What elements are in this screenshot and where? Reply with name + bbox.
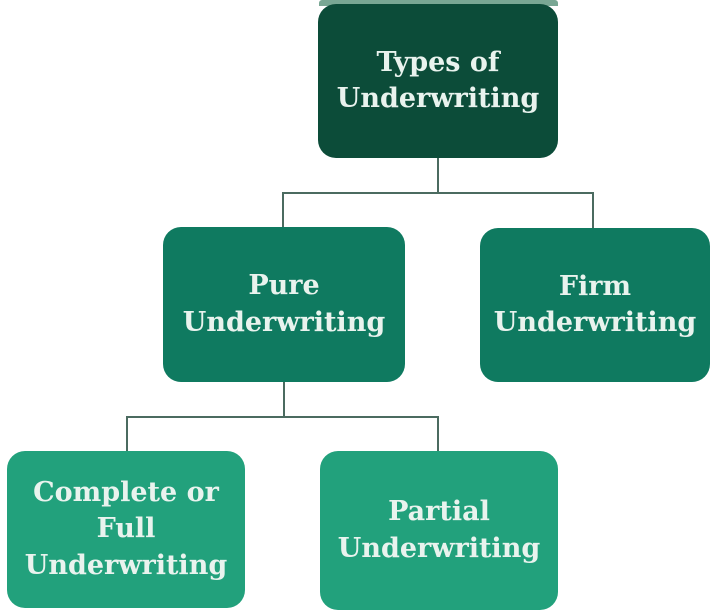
connector-root-to-firm xyxy=(592,193,594,229)
node-types-of-underwriting: Types of Underwriting xyxy=(318,4,558,158)
node-label-partial-underwriting: Partial Underwriting xyxy=(337,496,541,564)
connector-pure-to-complete xyxy=(126,417,128,451)
connector-pure-crossbar xyxy=(126,416,439,418)
node-firm-underwriting: Firm Underwriting xyxy=(480,228,710,382)
top-edge-strip xyxy=(319,0,558,6)
connector-root-to-pure xyxy=(282,193,284,228)
node-partial-underwriting: Partial Underwriting xyxy=(320,451,558,610)
node-label-types-of-underwriting: Types of Underwriting xyxy=(336,46,540,114)
connector-pure-to-partial xyxy=(437,417,439,451)
node-pure-underwriting: Pure Underwriting xyxy=(163,227,405,382)
node-complete-or-full-underwriting: Complete or Full Underwriting xyxy=(7,451,245,608)
node-label-firm-underwriting: Firm Underwriting xyxy=(493,270,697,338)
node-label-complete-or-full-underwriting: Complete or Full Underwriting xyxy=(24,476,228,581)
connector-pure-stem xyxy=(283,382,285,417)
connector-root-stem xyxy=(437,158,439,193)
connector-root-crossbar xyxy=(282,192,594,194)
node-label-pure-underwriting: Pure Underwriting xyxy=(182,270,386,338)
